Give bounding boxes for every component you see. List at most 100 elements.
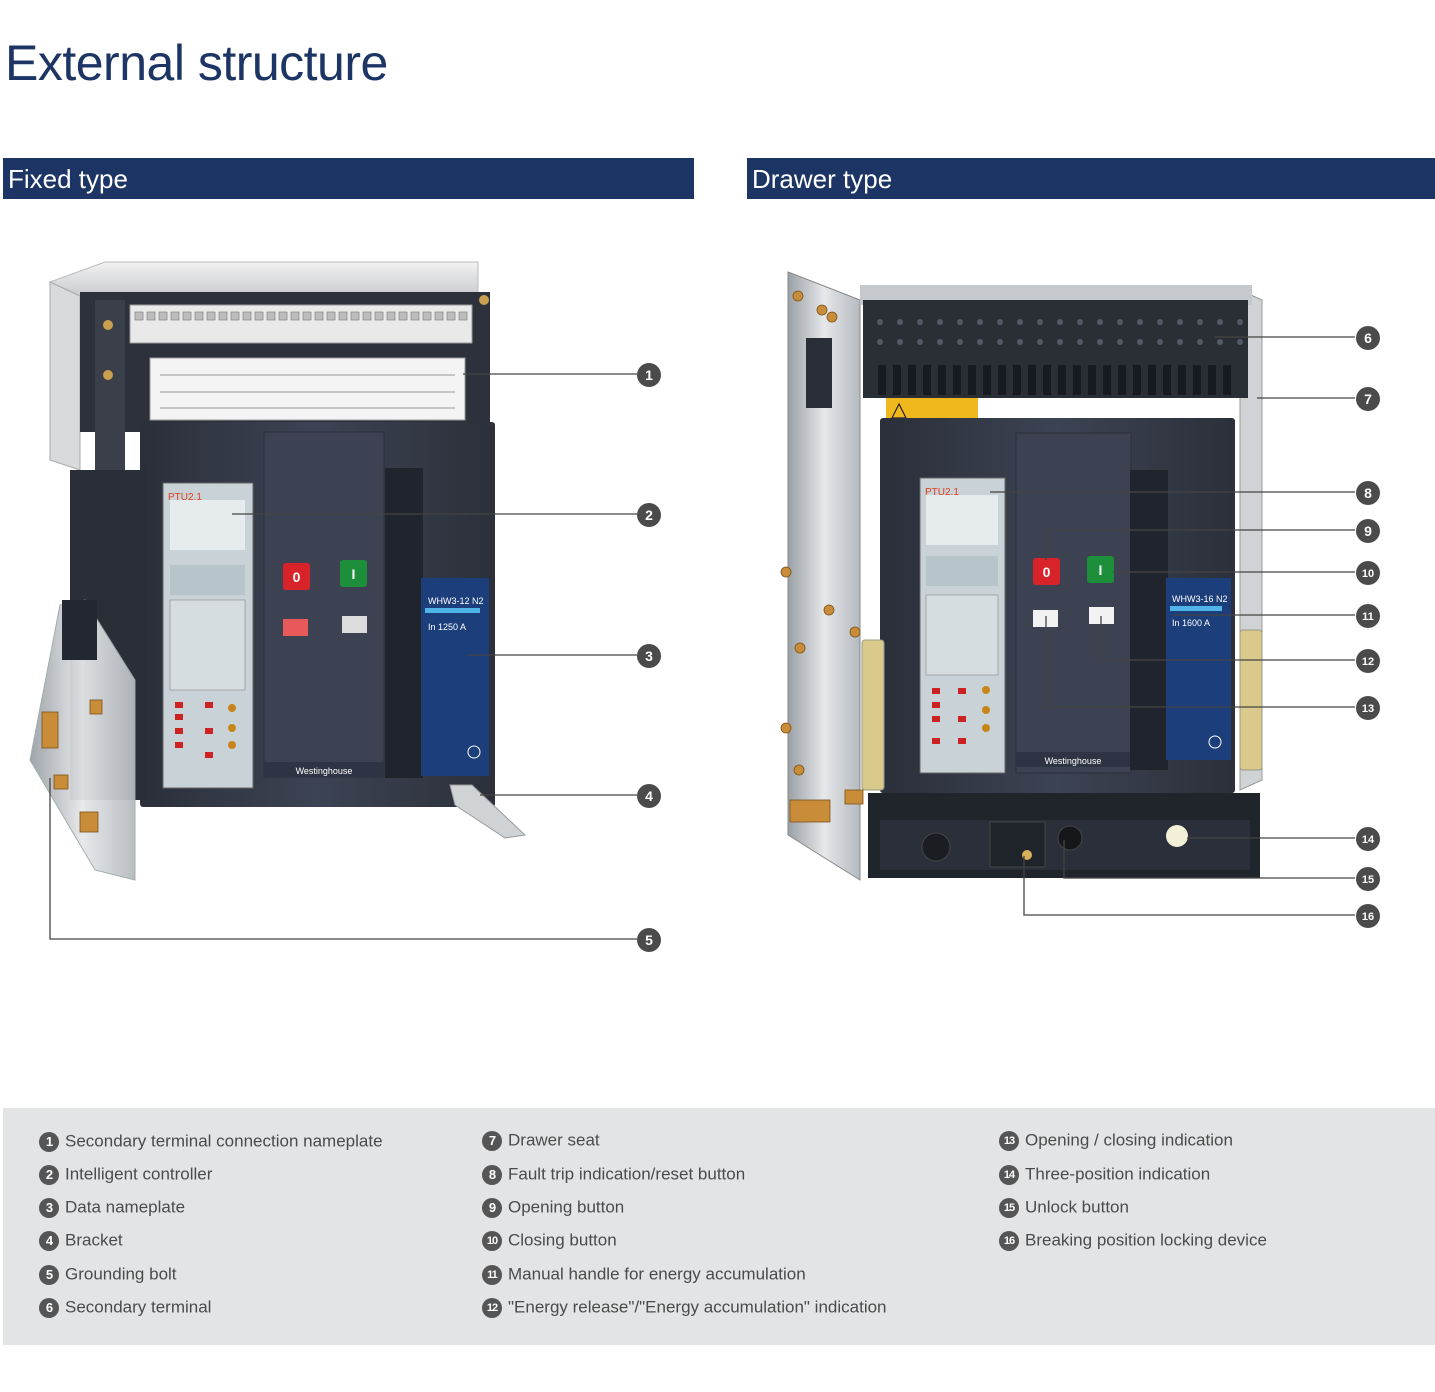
legend-item-6: 6 Secondary terminal	[39, 1296, 211, 1318]
fixed-breaker: PTU2.1 0 I Westinghouse WHW3-12 N2 In 12…	[29, 261, 527, 881]
callout-2: 2	[637, 503, 661, 527]
legend-number: 14	[999, 1164, 1019, 1185]
drawer-close-button	[1087, 556, 1114, 583]
fixed-current: In 1250 A	[428, 622, 466, 632]
breaker-diagram: PTU2.1 0 I Westinghouse WHW3-12 N2 In 12…	[29, 261, 1380, 952]
drawer-current: In 1600 A	[1172, 618, 1210, 628]
legend-label: Breaking position locking device	[1025, 1230, 1267, 1250]
page-title: External structure	[5, 35, 388, 91]
callout-7: 7	[1356, 387, 1380, 411]
legend-label: Three-position indication	[1025, 1164, 1211, 1184]
callout-4: 4	[637, 784, 661, 808]
drawer-breaker: PTU2.1 0 I Westinghouse WHW3-16 N2 In 16…	[780, 271, 1263, 881]
legend-item-12: 12 "Energy release"/"Energy accumulation"…	[482, 1296, 887, 1318]
callout-11: 11	[1356, 604, 1380, 628]
callout-16: 16	[1356, 904, 1380, 928]
svg-text:5: 5	[645, 932, 653, 948]
svg-text:7: 7	[1364, 391, 1372, 407]
fixed-model: WHW3-12 N2	[428, 596, 484, 606]
legend-label: Intelligent controller	[65, 1164, 213, 1184]
legend-item-7: 7 Drawer seat	[482, 1129, 600, 1151]
svg-text:3: 3	[645, 648, 653, 664]
legend-item-15: 15 Unlock button	[999, 1196, 1129, 1218]
legend-number: 3	[39, 1197, 59, 1218]
legend-item-8: 8 Fault trip indication/reset button	[482, 1163, 745, 1185]
legend-number: 16	[999, 1230, 1019, 1251]
drawer-brand: Westinghouse	[1045, 756, 1102, 766]
legend-label: Bracket	[65, 1230, 123, 1250]
legend-item-2: 2 Intelligent controller	[39, 1163, 212, 1185]
legend-number: 12	[482, 1297, 502, 1318]
callout-8: 8	[1356, 481, 1380, 505]
drawer-model: WHW3-16 N2	[1172, 594, 1228, 604]
svg-text:14: 14	[1362, 834, 1375, 846]
legend-item-16: 16 Breaking position locking device	[999, 1229, 1267, 1251]
drawer-open-symbol: 0	[1043, 564, 1051, 580]
legend-number: 8	[482, 1164, 502, 1185]
legend-label: Unlock button	[1025, 1197, 1129, 1217]
fixed-open-symbol: 0	[293, 569, 301, 585]
svg-text:12: 12	[1362, 656, 1374, 668]
svg-text:9: 9	[1364, 523, 1372, 539]
legend-label: Grounding bolt	[65, 1264, 177, 1284]
terminal-strip-screws	[134, 311, 468, 321]
legend-number: 7	[482, 1130, 502, 1151]
drawer-close-symbol: I	[1099, 562, 1103, 578]
legend-number: 11	[482, 1264, 502, 1285]
drawer-controller-label: PTU2.1	[925, 487, 959, 498]
fixed-close-symbol: I	[352, 566, 356, 582]
callouts: 1 2 3 4 5 6 7 8 9 10 11 12 13 14 15 16	[637, 326, 1380, 952]
legend-label: Opening / closing indication	[1025, 1130, 1233, 1150]
svg-text:1: 1	[645, 367, 653, 383]
legend-number: 1	[39, 1131, 59, 1152]
legend-number: 10	[482, 1230, 502, 1251]
callout-10: 10	[1356, 561, 1380, 585]
fixed-type-header: Fixed type	[3, 158, 694, 199]
legend-item-4: 4 Bracket	[39, 1229, 123, 1251]
svg-text:4: 4	[645, 788, 653, 804]
legend-label: Manual handle for energy accumulation	[508, 1264, 806, 1284]
svg-text:13: 13	[1362, 703, 1374, 715]
callout-15: 15	[1356, 867, 1380, 891]
legend-number: 9	[482, 1197, 502, 1218]
callout-12: 12	[1356, 649, 1380, 673]
legend-number: 6	[39, 1297, 59, 1318]
legend-label: Drawer seat	[508, 1130, 600, 1150]
legend-label: Fault trip indication/reset button	[508, 1164, 746, 1184]
svg-text:2: 2	[645, 507, 653, 523]
legend-label: Data nameplate	[65, 1197, 186, 1217]
legend-number: 13	[999, 1130, 1019, 1151]
callout-5: 5	[637, 928, 661, 952]
leader-lines	[49, 336, 1355, 940]
svg-text:11: 11	[1362, 611, 1374, 623]
fixed-close-button	[340, 560, 367, 587]
legend-item-1: 1 Secondary terminal connection nameplate	[39, 1130, 383, 1152]
legend-label: Closing button	[508, 1230, 617, 1250]
callout-13: 13	[1356, 696, 1380, 720]
fixed-open-button	[283, 563, 310, 590]
legend-item-10: 10 Closing button	[482, 1229, 617, 1251]
legend-label: "Energy release"/"Energy accumulation" i…	[508, 1297, 887, 1317]
legend-item-5: 5 Grounding bolt	[39, 1263, 177, 1285]
legend-label: Secondary terminal	[65, 1297, 212, 1317]
legend-number: 2	[39, 1164, 59, 1185]
drawer-type-header: Drawer type	[747, 158, 1435, 199]
legend-item-13: 13 Opening / closing indication	[999, 1129, 1233, 1151]
drawer-open-button	[1033, 558, 1060, 585]
legend-item-9: 9 Opening button	[482, 1196, 624, 1218]
callout-9: 9	[1356, 519, 1380, 543]
fixed-brand: Westinghouse	[296, 766, 353, 776]
callout-6: 6	[1356, 326, 1380, 350]
legend-number: 4	[39, 1230, 59, 1251]
legend-number: 15	[999, 1197, 1019, 1218]
fixed-controller-label: PTU2.1	[168, 492, 202, 503]
svg-text:16: 16	[1362, 911, 1374, 923]
legend-label: Secondary terminal connection nameplate	[65, 1131, 383, 1151]
legend-label: Opening button	[508, 1197, 625, 1217]
svg-text:6: 6	[1364, 330, 1372, 346]
legend-panel: 1 Secondary terminal connection nameplate…	[3, 1108, 1435, 1345]
callout-1: 1	[637, 363, 661, 387]
legend-number: 5	[39, 1264, 59, 1285]
callout-3: 3	[637, 644, 661, 668]
callout-14: 14	[1356, 827, 1380, 851]
